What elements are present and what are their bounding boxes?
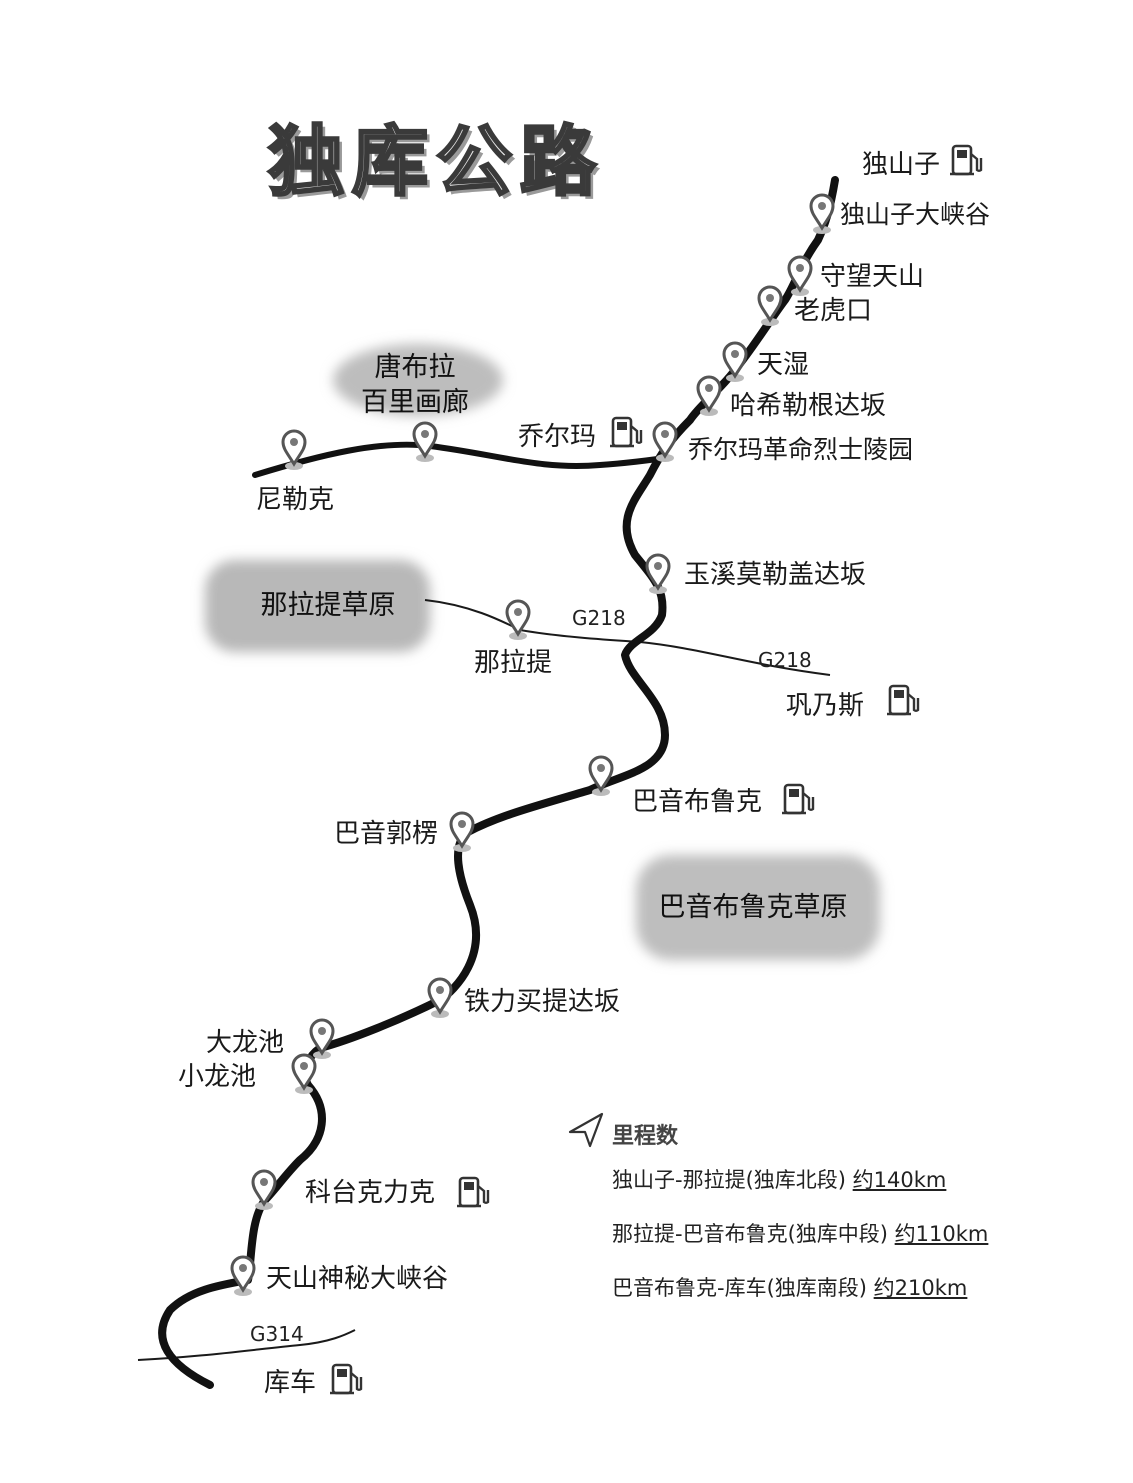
map-pin-icon (449, 811, 475, 854)
stop-label-nalati: 那拉提 (474, 648, 553, 678)
road-label-g218: G218 (758, 648, 812, 672)
map-pin-icon (309, 1018, 335, 1061)
map-pin-icon (696, 375, 722, 418)
stop-label-laohukou: 老虎口 (794, 296, 873, 326)
legend-segment: 那拉提-巴音布鲁克(独库中段) (612, 1222, 888, 1246)
stop-label-bayinbuluke: 巴音布鲁克 (632, 787, 763, 817)
stop-label-gongnaisi: 巩乃斯 (786, 691, 865, 721)
gas-station-icon (780, 783, 815, 815)
stop-label-qiaoerma: 乔尔玛 (518, 422, 597, 452)
stop-label-ketaikelike: 科台克力克 (305, 1178, 436, 1208)
road-label-g218: G218 (572, 606, 626, 630)
road-g314 (137, 1329, 356, 1361)
map-pin-icon (281, 429, 307, 472)
road-g218 (424, 599, 831, 676)
legend-row: 独山子-那拉提(独库北段) 约140km (612, 1164, 946, 1194)
map-pin-icon (722, 341, 748, 384)
gas-station-icon (328, 1363, 363, 1395)
map-pin-icon (412, 421, 438, 464)
gas-station-icon (608, 416, 643, 448)
region-label-bayinbuluke-grassland: 巴音布鲁克草原 (658, 892, 848, 923)
map-pin-icon (427, 977, 453, 1020)
stop-label-kuche: 库车 (264, 1368, 317, 1398)
stop-label-tianse: 天湿 (757, 350, 810, 380)
stop-label-yuximolegai: 玉溪莫勒盖达坂 (684, 560, 867, 590)
stop-label-dushanzi: 独山子 (862, 150, 941, 180)
legend-title: 里程数 (612, 1124, 679, 1149)
region-cloud-nalati (205, 560, 430, 652)
road-to-nileke (252, 441, 668, 478)
map-pin-icon (291, 1053, 317, 1096)
gas-station-icon (948, 144, 983, 176)
map-title: 独库公路 (267, 116, 604, 208)
stop-label-xiaolongchi: 小龙池 (178, 1062, 257, 1092)
region-cloud-tangbula (333, 344, 503, 416)
legend-distance: 约110km (894, 1222, 989, 1246)
legend-distance: 约140km (852, 1168, 947, 1192)
stop-label-tielimaiti: 铁力买提达坂 (464, 987, 621, 1017)
region-label-tangbula-line1: 唐布拉 (374, 352, 456, 383)
region-label-nalati-grassland: 那拉提草原 (260, 590, 396, 621)
stop-label-dalongchi: 大龙池 (206, 1028, 285, 1058)
map-pin-icon (251, 1169, 277, 1212)
legend-row: 那拉提-巴音布鲁克(独库中段) 约110km (612, 1218, 988, 1248)
stop-label-dushanzi-canyon: 独山子大峡谷 (840, 200, 991, 229)
region-label-tangbula-line2: 百里画廊 (361, 387, 469, 419)
map-pin-icon (645, 553, 671, 596)
stop-label-tianshan-canyon: 天山神秘大峡谷 (266, 1264, 449, 1294)
legend-segment: 巴音布鲁克-库车(独库南段) (612, 1276, 867, 1300)
stop-label-nileke: 尼勒克 (256, 485, 335, 515)
region-cloud-bayinbuluke (636, 855, 880, 960)
legend-segment: 独山子-那拉提(独库北段) (612, 1168, 846, 1192)
map-pin-icon (505, 599, 531, 642)
navigation-arrow-icon (568, 1112, 604, 1148)
map-pin-icon (757, 285, 783, 328)
legend-distance: 约210km (873, 1276, 968, 1300)
stop-label-qiaoerma-cemetery: 乔尔玛革命烈士陵园 (688, 435, 914, 464)
map-pin-icon (230, 1255, 256, 1298)
legend-row: 巴音布鲁克-库车(独库南段) 约210km (612, 1272, 967, 1302)
gas-station-icon (455, 1176, 490, 1208)
map-pin-icon (809, 193, 835, 236)
region-label-tangbula: 唐布拉 百里画廊 (340, 350, 490, 420)
stop-label-shouwang-tianshan: 守望天山 (820, 262, 925, 292)
map-pin-icon (652, 421, 678, 464)
road-label-g314: G314 (250, 1322, 304, 1346)
stop-label-bayinguoleng: 巴音郭楞 (334, 819, 439, 849)
map-pin-icon (787, 255, 813, 298)
gas-station-icon (885, 684, 920, 716)
map-pin-icon (588, 755, 614, 798)
stop-label-haxilegen: 哈希勒根达坂 (730, 391, 887, 421)
